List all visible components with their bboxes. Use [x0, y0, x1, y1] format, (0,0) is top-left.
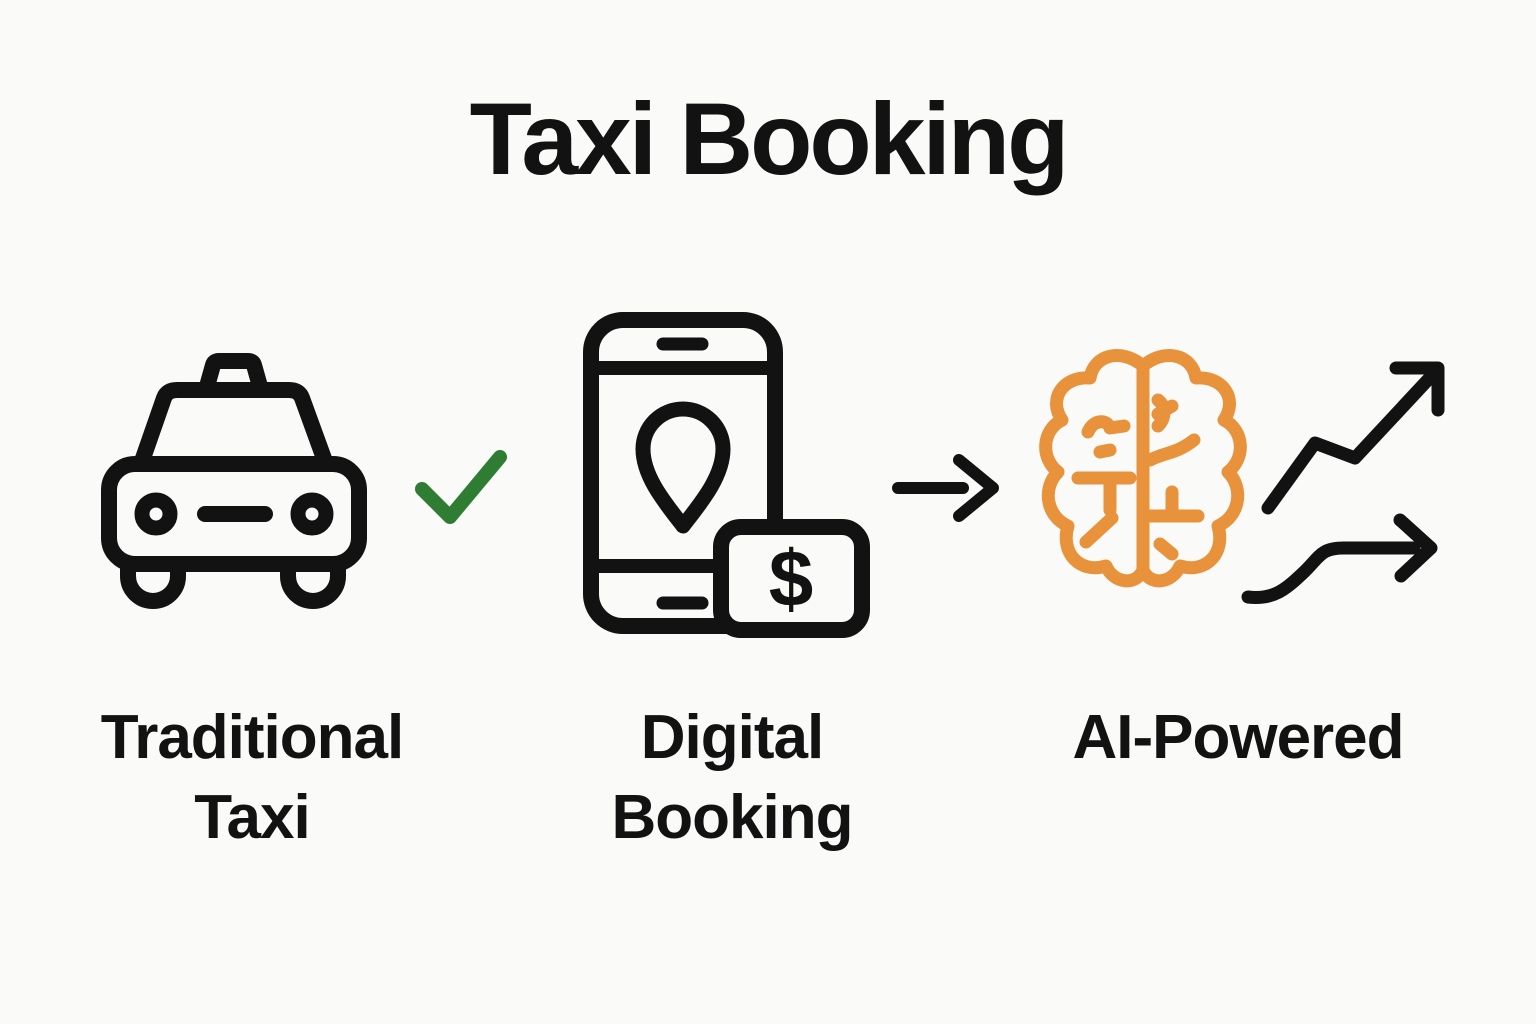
wavy-arrow-line — [1241, 541, 1421, 604]
label-line: Digital — [640, 703, 824, 772]
taxi-icon — [101, 353, 367, 609]
label-line: Traditional — [100, 703, 404, 772]
taxi-headlight-right — [290, 492, 334, 536]
dollar-sign: $ — [769, 534, 814, 623]
label-line: AI-Powered — [1072, 703, 1404, 772]
trend-up-arrow-head — [1389, 361, 1445, 417]
brain-fold-left-t — [1071, 471, 1137, 517]
brain-fold-right-dash — [1153, 537, 1179, 561]
brain-fold-left-diagonal — [1079, 511, 1119, 549]
taxi-cabin — [133, 382, 334, 472]
growth-trend-arrows-icon — [1241, 361, 1445, 604]
label-digital-booking: Digital Booking — [502, 698, 962, 858]
wavy-arrow-head — [1393, 513, 1438, 583]
taxi-wheel-left — [120, 558, 186, 609]
brain-fold-left-top — [1081, 415, 1131, 439]
dollar-payment-card-icon — [713, 519, 870, 638]
green-checkmark-icon — [415, 450, 507, 524]
taxi-roof-sign — [198, 353, 269, 398]
brain-fold-left-dash — [1093, 443, 1117, 459]
smartphone-map-pin-icon: $ — [583, 312, 870, 638]
phone-outline — [583, 312, 783, 634]
brain-fold-right-wave — [1143, 433, 1201, 467]
label-traditional-taxi: Traditional Taxi — [22, 698, 482, 858]
taxi-wheel-right — [280, 558, 346, 609]
taxi-body — [101, 456, 367, 572]
trend-up-arrow-line — [1261, 363, 1444, 515]
brain-fold-right-top — [1151, 393, 1179, 433]
taxi-headlight-left — [134, 492, 178, 536]
map-pin-icon — [635, 401, 731, 534]
label-ai-powered: AI-Powered — [1008, 698, 1468, 778]
brain-fold-right-t — [1141, 485, 1205, 523]
right-arrow-icon — [892, 454, 999, 522]
brain-icon — [1039, 349, 1247, 588]
page-title: Taxi Booking — [469, 82, 1070, 196]
label-line: Booking — [611, 783, 854, 852]
label-line: Taxi — [194, 783, 310, 852]
